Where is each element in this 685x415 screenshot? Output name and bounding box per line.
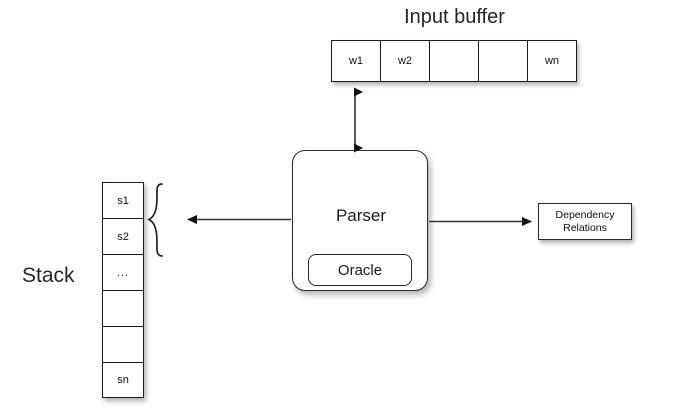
dependency-relations-label: Dependency Relations <box>556 209 615 235</box>
stack-cell: ... <box>102 254 144 290</box>
input-buffer: w1 w2 wn <box>331 40 577 82</box>
stack: s1 s2 ... sn <box>102 182 144 398</box>
dependency-relations-line2: Relations <box>563 221 607 234</box>
stack-cell <box>102 326 144 362</box>
stack-title: Stack <box>22 264 75 287</box>
input-buffer-title: Input buffer <box>404 6 505 28</box>
dependency-relations-box: Dependency Relations <box>538 203 632 240</box>
buffer-cell <box>478 40 527 82</box>
stack-cell: s2 <box>102 218 144 254</box>
stack-cell: sn <box>102 362 144 398</box>
parser-stack-connector <box>147 183 291 257</box>
buffer-cell: w1 <box>331 40 380 82</box>
stack-cell <box>102 290 144 326</box>
parser-box: Parser Oracle <box>292 150 428 291</box>
buffer-cell: w2 <box>380 40 429 82</box>
buffer-cell <box>429 40 478 82</box>
oracle-box: Oracle <box>308 254 412 286</box>
buffer-cell: wn <box>527 40 577 82</box>
dependency-relations-line1: Dependency <box>555 208 615 221</box>
parser-label: Parser <box>335 206 387 225</box>
curly-brace-icon <box>147 183 163 257</box>
stack-cell: s1 <box>102 182 144 218</box>
